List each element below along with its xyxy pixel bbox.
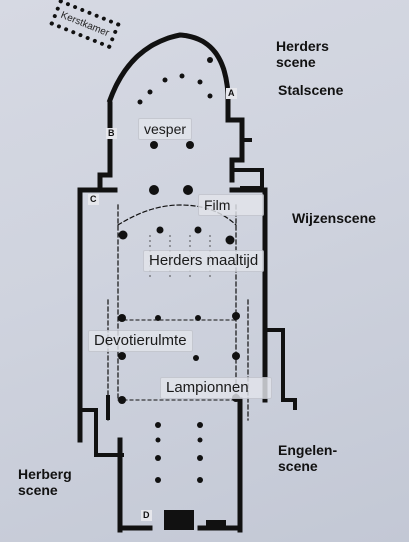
pier [193,355,199,361]
annex-left [78,408,124,457]
pier [232,352,240,360]
pier [225,235,235,245]
herders-maaltijd-area: Herders maaltijd [143,250,265,272]
pier [118,314,126,322]
marker-a: A [226,88,237,99]
pier [194,226,202,234]
pier [118,352,126,360]
side-chapel-right [230,168,264,190]
annex-right [263,328,297,410]
engelen-scene-label: Engelen- scene [278,442,338,474]
pier [155,477,161,483]
pier [155,315,161,321]
film-area: Film [198,194,264,216]
marker-d: D [141,510,152,521]
stalscene-label: Stalscene [278,82,344,98]
west-porch [206,520,226,530]
pier [155,422,161,428]
pier [118,230,128,240]
west-tower-base [164,510,194,530]
aisle-dashed-left [107,204,119,421]
apse-column [137,99,143,105]
pier [197,477,203,483]
apse-column [162,77,168,83]
pier [197,455,203,461]
herberg-scene-label: Herberg scene [18,466,72,498]
pier [232,312,240,320]
pier [186,141,194,149]
pier [155,437,161,443]
choir-wall-left [97,115,113,193]
pier [150,141,158,149]
vesper-area: vesper [138,118,193,140]
marker-b: B [106,128,117,139]
aisle-dashed-right [235,204,249,421]
wijzenscene-label: Wijzenscene [292,210,376,226]
devotieruimte-area: Devotierulmte [88,330,193,352]
apse-wall [107,32,231,121]
pier [197,437,203,443]
apse-buttress [207,57,213,63]
pier [149,185,159,195]
marker-c: C [88,194,99,205]
pier [156,226,164,234]
apse-column [147,89,153,95]
lampionnen-area: Lampionnen [160,377,272,399]
pier [118,396,126,404]
wall-segment [106,395,110,420]
pier [183,185,193,195]
nave-dashed-mid [117,319,237,401]
apse-column [197,79,203,85]
pier [197,422,203,428]
pier [195,315,201,321]
herders-scene-label: Herders scene [276,38,329,70]
apse-column [207,93,213,99]
pier [155,455,161,461]
apse-column [179,73,185,79]
